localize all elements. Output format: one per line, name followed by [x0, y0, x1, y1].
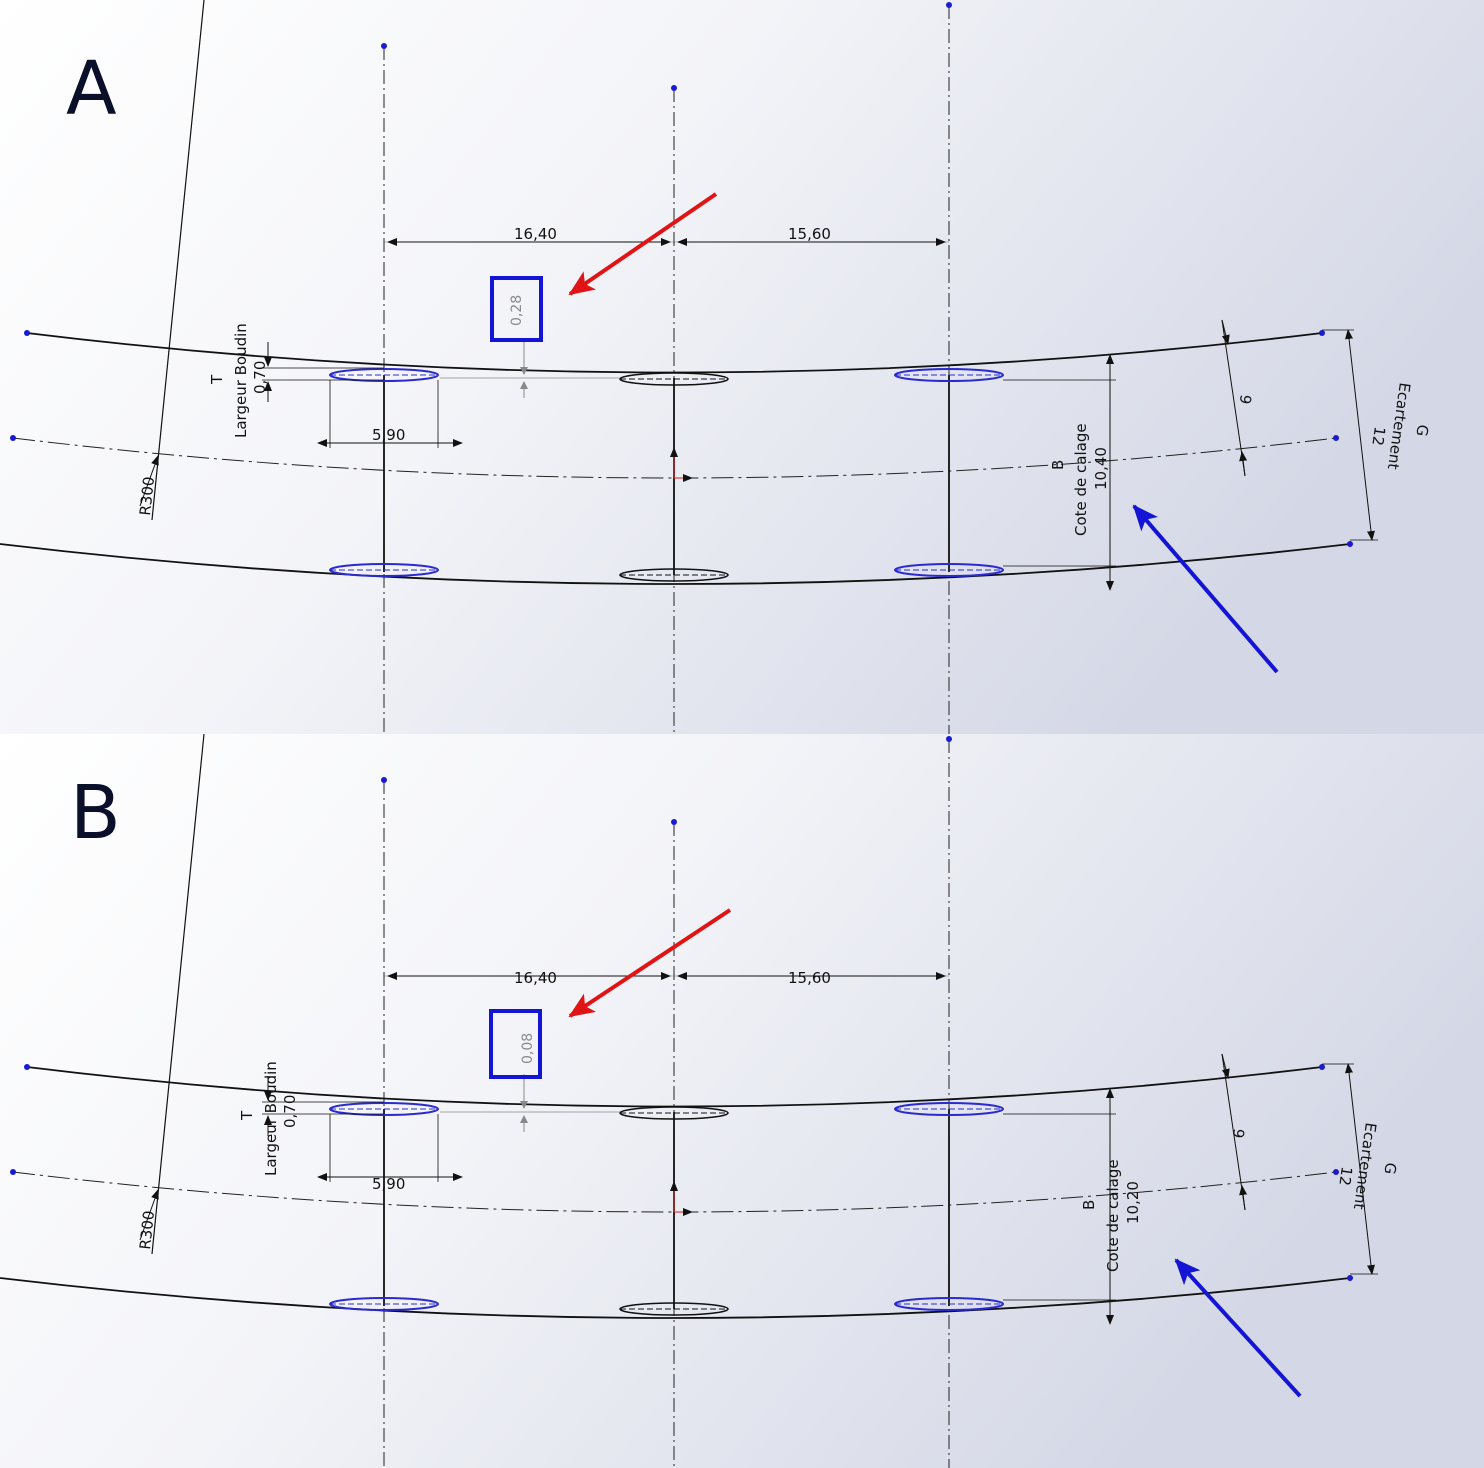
largeur-label: Largeur Boudin [262, 1061, 280, 1176]
calage-label: Cote de calage [1104, 1159, 1122, 1272]
ecartement-value: 12 [1335, 1165, 1355, 1186]
calage-symbol: B [1049, 460, 1067, 470]
red-arrow [568, 908, 732, 1018]
panel-b-letter: B [70, 770, 121, 856]
calage-value: 10,40 [1092, 447, 1110, 490]
ecartement-symbol: G [1380, 1161, 1399, 1175]
radius-label: R300 [136, 1210, 158, 1251]
calage-value: 10,20 [1124, 1181, 1142, 1224]
panel-a-letter: A [66, 46, 117, 132]
blue-arrow [1132, 504, 1279, 674]
width-value: 5,90 [372, 426, 405, 444]
highlight-box [490, 276, 543, 342]
ecartement-value: 12 [1368, 425, 1388, 446]
calage-label: Cote de calage [1072, 423, 1090, 536]
red-arrow [568, 192, 718, 296]
dim-left-spacing: 16,40 [514, 969, 557, 987]
offset-value: 9 [1229, 1127, 1248, 1139]
dim-left-spacing: 16,40 [514, 225, 557, 243]
dim-right-spacing: 15,60 [788, 225, 831, 243]
boxed-offset-value: 0,28 [509, 295, 525, 326]
boxed-offset-value: 0,08 [520, 1033, 536, 1064]
highlight-box [489, 1009, 542, 1079]
largeur-symbol: T [238, 1110, 256, 1121]
width-value: 5,90 [372, 1175, 405, 1193]
calage-symbol: B [1080, 1200, 1098, 1210]
panel-a: A 16,40 15,60 0,28 T Largeur Boudin 0,70… [0, 0, 1484, 734]
ecartement-symbol: G [1412, 423, 1431, 437]
largeur-value: 0,70 [251, 361, 269, 394]
offset-value: 9 [1236, 393, 1255, 405]
panel-b: B 16,40 15,60 0,08 T Largeur Boudin 0,70… [0, 734, 1484, 1468]
largeur-symbol: T [208, 374, 226, 385]
largeur-label: Largeur Boudin [232, 323, 250, 438]
largeur-value: 0,70 [281, 1095, 299, 1128]
blue-arrow [1174, 1258, 1302, 1398]
radius-label: R300 [136, 476, 158, 517]
dim-right-spacing: 15,60 [788, 969, 831, 987]
